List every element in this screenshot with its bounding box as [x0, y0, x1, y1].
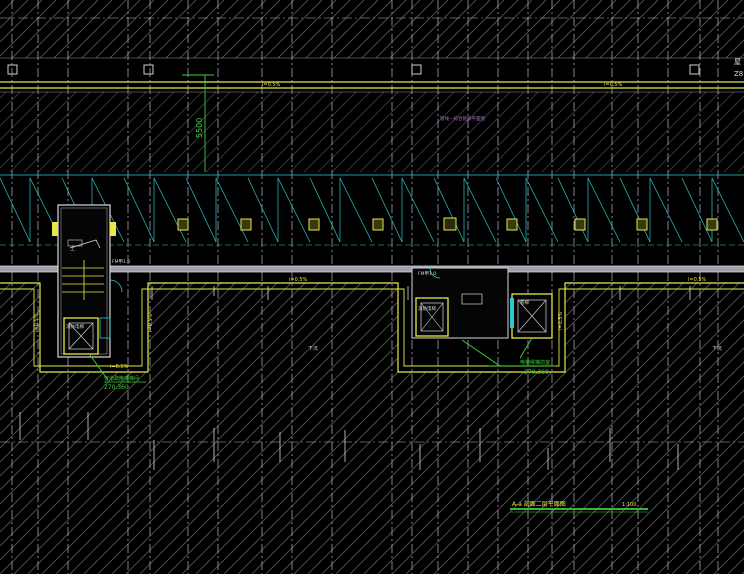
slope-labels: i=0.5% i=0.5% i=0.5% i=0.5% i=0.5% i=0.5… — [34, 82, 707, 370]
slope-label: i=0.5% — [289, 277, 308, 283]
room-label-right: 下沉 — [712, 345, 722, 352]
ramp-line — [495, 177, 559, 243]
column-marker — [372, 218, 384, 231]
horizontal-grid-lines — [0, 17, 744, 443]
column-marker — [706, 218, 718, 231]
ramp-line — [0, 177, 63, 243]
slope-label: i=0.5% — [688, 277, 707, 283]
column-marker — [506, 218, 518, 231]
dimension-5500: 5500 — [195, 118, 204, 138]
corner-label-bottom: Z8 — [734, 70, 743, 78]
column-marker — [574, 218, 586, 231]
fire-door-label-left: FM甲1.0 — [112, 259, 130, 265]
ramp-line — [619, 177, 683, 243]
slope-label: i=0.5% — [148, 313, 154, 332]
column-marker — [411, 64, 422, 75]
fire-door-label-right: FM甲1.0 — [418, 271, 436, 277]
up-label: 上 — [70, 245, 75, 252]
column-marker — [7, 64, 18, 75]
sheet-title-underline — [510, 508, 648, 513]
ramp-line — [309, 177, 373, 243]
ramp-line — [247, 177, 311, 243]
ramp-line — [185, 177, 249, 243]
room-label-left: 下沉 — [308, 345, 318, 352]
left-stair-tower — [52, 74, 214, 381]
left-cabinet-label: 消防电梯 — [66, 323, 84, 330]
slope-label: i=0.5% — [558, 311, 564, 330]
ramp-line — [123, 177, 187, 243]
sheet-title: A-a 剖面二层平面图 — [512, 500, 566, 508]
corridor-note: 管线—综合管廊平面图 — [440, 115, 485, 122]
ramp-line — [433, 177, 497, 243]
right-stair-elevation: 270.360 — [524, 369, 549, 376]
basement-wall-outline — [0, 282, 744, 373]
slope-label: i=0.5% — [262, 82, 281, 88]
right-cabinet-left-label: 消防电梯 — [418, 305, 436, 312]
ramp-line — [371, 177, 435, 243]
column-marker — [240, 218, 252, 231]
slope-label: i=0.5% — [34, 313, 40, 332]
sheet-scale: 1:100 — [622, 502, 636, 508]
slope-label: i=0.5% — [604, 82, 623, 88]
left-stair-callout: 管道疏散楼梯间 — [104, 375, 139, 382]
dimension-ticks — [19, 286, 691, 470]
slope-label: i=0.5% — [110, 364, 129, 370]
column-markers-top — [7, 64, 700, 75]
column-marker — [308, 218, 320, 231]
column-marker — [689, 64, 700, 75]
right-stair-callout: 电梯候梯前室 — [520, 359, 550, 366]
column-marker — [143, 64, 154, 75]
corridor-wall — [0, 265, 744, 273]
ramp-line — [557, 177, 621, 243]
right-elevator-tower — [411, 217, 553, 367]
grid-lines — [11, 0, 719, 574]
corner-label-top: 屋 — [734, 58, 741, 66]
left-stair-elevation: 270.360 — [104, 384, 129, 391]
ramp-line — [681, 177, 744, 243]
column-marker — [636, 218, 648, 231]
column-marker — [177, 218, 189, 231]
right-cabinet-right-label: 客梯 — [520, 299, 529, 306]
